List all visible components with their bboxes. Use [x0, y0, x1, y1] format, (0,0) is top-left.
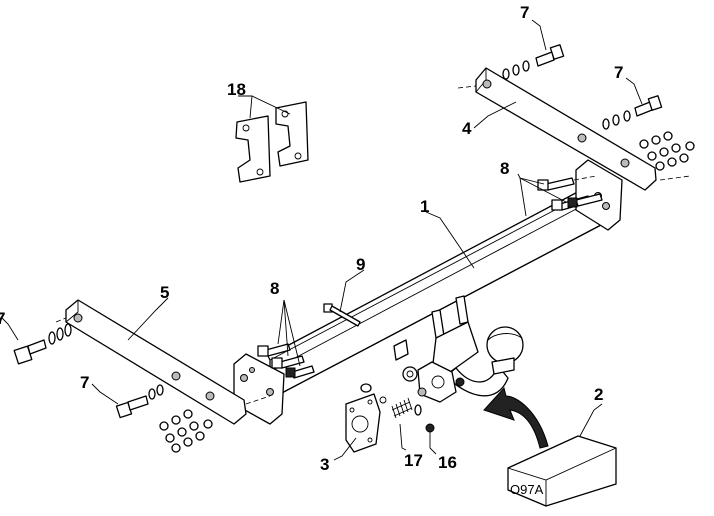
bolt-set-lower-left: [115, 384, 164, 419]
spring-17: [391, 397, 422, 419]
tow-ball-assembly: [402, 295, 524, 403]
nut-16: [425, 423, 435, 433]
small-bracket: [393, 339, 409, 361]
socket-plate-3: [345, 383, 387, 453]
label-17: 17: [404, 451, 423, 470]
box-code: O97A: [510, 482, 544, 497]
label-8-right: 8: [500, 159, 509, 178]
label-7-left: 7: [0, 309, 5, 328]
bolts-8-right: [537, 175, 603, 211]
bracket-plates-18: [235, 101, 309, 183]
bolts-8-left: [257, 343, 315, 379]
nut-cluster-left: [159, 409, 213, 453]
leader-lines: [1, 19, 643, 461]
label-7-lower-left: 7: [80, 373, 89, 392]
label-3: 3: [320, 455, 329, 474]
crossbar-1: [233, 159, 623, 425]
label-1: 1: [420, 197, 429, 216]
label-9: 9: [356, 255, 365, 274]
bolt-set-top: [502, 44, 565, 80]
label-7-top: 7: [520, 3, 529, 22]
bolt-set-right: [602, 95, 663, 130]
label-18: 18: [227, 80, 246, 99]
part-labels: 7 7 4 8 1 18 9 8 5 7 7 3 17 16 2 O97A: [0, 3, 623, 497]
label-8-left: 8: [270, 279, 279, 298]
label-5: 5: [160, 283, 169, 302]
label-7-right: 7: [614, 63, 623, 82]
nut-cluster-right: [639, 131, 695, 171]
side-arm-4: [457, 67, 691, 191]
side-arm-5: [55, 299, 271, 425]
label-2: 2: [594, 385, 603, 404]
label-4: 4: [462, 119, 472, 138]
label-16: 16: [438, 453, 457, 472]
package-box-2: [483, 386, 617, 507]
bolt-set-left: [13, 323, 72, 365]
bolt-9: [323, 303, 361, 327]
